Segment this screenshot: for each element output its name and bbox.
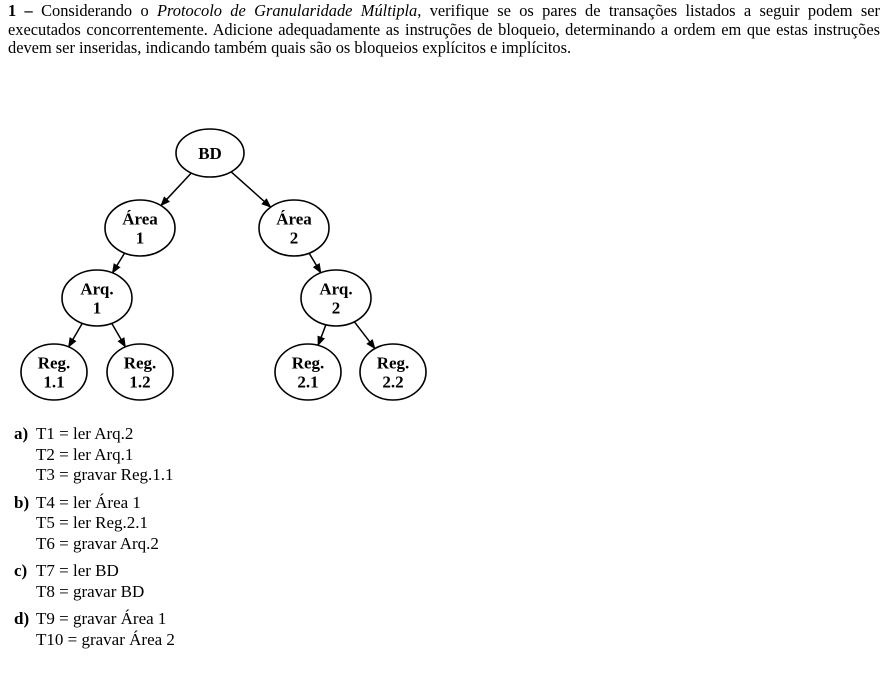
node-label: BD xyxy=(198,144,222,163)
edge-arq1-reg12 xyxy=(111,323,127,348)
transaction-line: T2 = ler Arq.1 xyxy=(36,444,134,464)
node-ellipse xyxy=(104,199,176,257)
item-letter: c) xyxy=(14,561,28,580)
node-ellipse xyxy=(274,343,342,401)
question-body: , verifique se os pares de transações li… xyxy=(8,1,880,57)
node-reg21: Reg.2.1 xyxy=(274,343,342,401)
node-ellipse xyxy=(61,269,133,327)
protocol-name: Protocolo de Granularidade Múltipla xyxy=(157,1,418,20)
node-ellipse xyxy=(258,199,330,257)
edge-area1-arq1 xyxy=(111,252,126,274)
edge-bd-area1 xyxy=(160,172,192,207)
node-reg12: Reg.1.2 xyxy=(106,343,174,401)
transaction-items: a) T1 = ler Arq.2 T2 = ler Arq.1 T3 = gr… xyxy=(14,424,175,657)
node-label: 2 xyxy=(290,229,299,248)
node-ellipse xyxy=(300,269,372,327)
question-intro: Considerando o xyxy=(41,1,149,20)
edge-area2-arq2 xyxy=(308,252,322,274)
item-d: d) T9 = gravar Área 1 T10 = gravar Área … xyxy=(14,609,175,650)
item-c: c) T7 = ler BD T8 = gravar BD xyxy=(14,561,175,602)
edge-arq2-reg21 xyxy=(317,324,327,347)
node-ellipse xyxy=(175,128,245,178)
transaction-line: T1 = ler Arq.2 xyxy=(36,424,134,443)
transaction-line: T3 = gravar Reg.1.1 xyxy=(36,465,174,484)
transaction-line: T7 = ler BD xyxy=(36,561,119,580)
node-label: 2.2 xyxy=(382,373,403,392)
item-letter: b) xyxy=(14,492,30,512)
transaction-line: T5 = ler Reg.2.1 xyxy=(36,513,149,532)
node-label: Reg. xyxy=(292,354,325,373)
node-label: Arq. xyxy=(319,280,352,299)
transaction-line: T10 = gravar Área 2 xyxy=(36,629,175,649)
node-label: Reg. xyxy=(377,354,410,373)
node-label: 1.2 xyxy=(129,373,150,392)
node-ellipse xyxy=(20,343,88,401)
node-label: Arq. xyxy=(80,280,113,299)
node-ellipse xyxy=(359,343,427,401)
item-b: b) T4 = ler Área 1 T5 = ler Reg.2.1 T6 =… xyxy=(14,493,175,555)
node-reg22: Reg.2.2 xyxy=(359,343,427,401)
node-label: Reg. xyxy=(38,354,71,373)
question-text: 1 – Considerando o Protocolo de Granular… xyxy=(8,1,880,58)
question-number: 1 – xyxy=(8,1,33,20)
item-letter: d) xyxy=(14,609,30,628)
transaction-line: T9 = gravar Área 1 xyxy=(36,609,167,628)
node-label: Área xyxy=(276,210,312,229)
item-letter: a) xyxy=(14,424,29,443)
node-label: 2 xyxy=(332,299,341,318)
node-label: 1 xyxy=(136,229,145,248)
node-label: 1.1 xyxy=(43,373,64,392)
node-ellipse xyxy=(106,343,174,401)
node-label: 1 xyxy=(93,299,102,318)
transaction-line: T8 = gravar BD xyxy=(36,581,145,601)
item-a: a) T1 = ler Arq.2 T2 = ler Arq.1 T3 = gr… xyxy=(14,424,175,486)
edge-arq1-reg11 xyxy=(67,323,83,348)
transaction-line: T6 = gravar Arq.2 xyxy=(36,533,159,553)
node-arq2: Arq.2 xyxy=(300,269,372,327)
node-arq1: Arq.1 xyxy=(61,269,133,327)
node-bd: BD xyxy=(175,128,245,178)
transaction-line: T4 = ler Área 1 xyxy=(36,492,141,512)
node-label: 2.1 xyxy=(297,373,318,392)
node-reg11: Reg.1.1 xyxy=(20,343,88,401)
node-label: Reg. xyxy=(124,354,157,373)
node-label: Área xyxy=(122,210,158,229)
edge-arq2-reg22 xyxy=(353,321,376,350)
edge-bd-area2 xyxy=(230,171,272,208)
